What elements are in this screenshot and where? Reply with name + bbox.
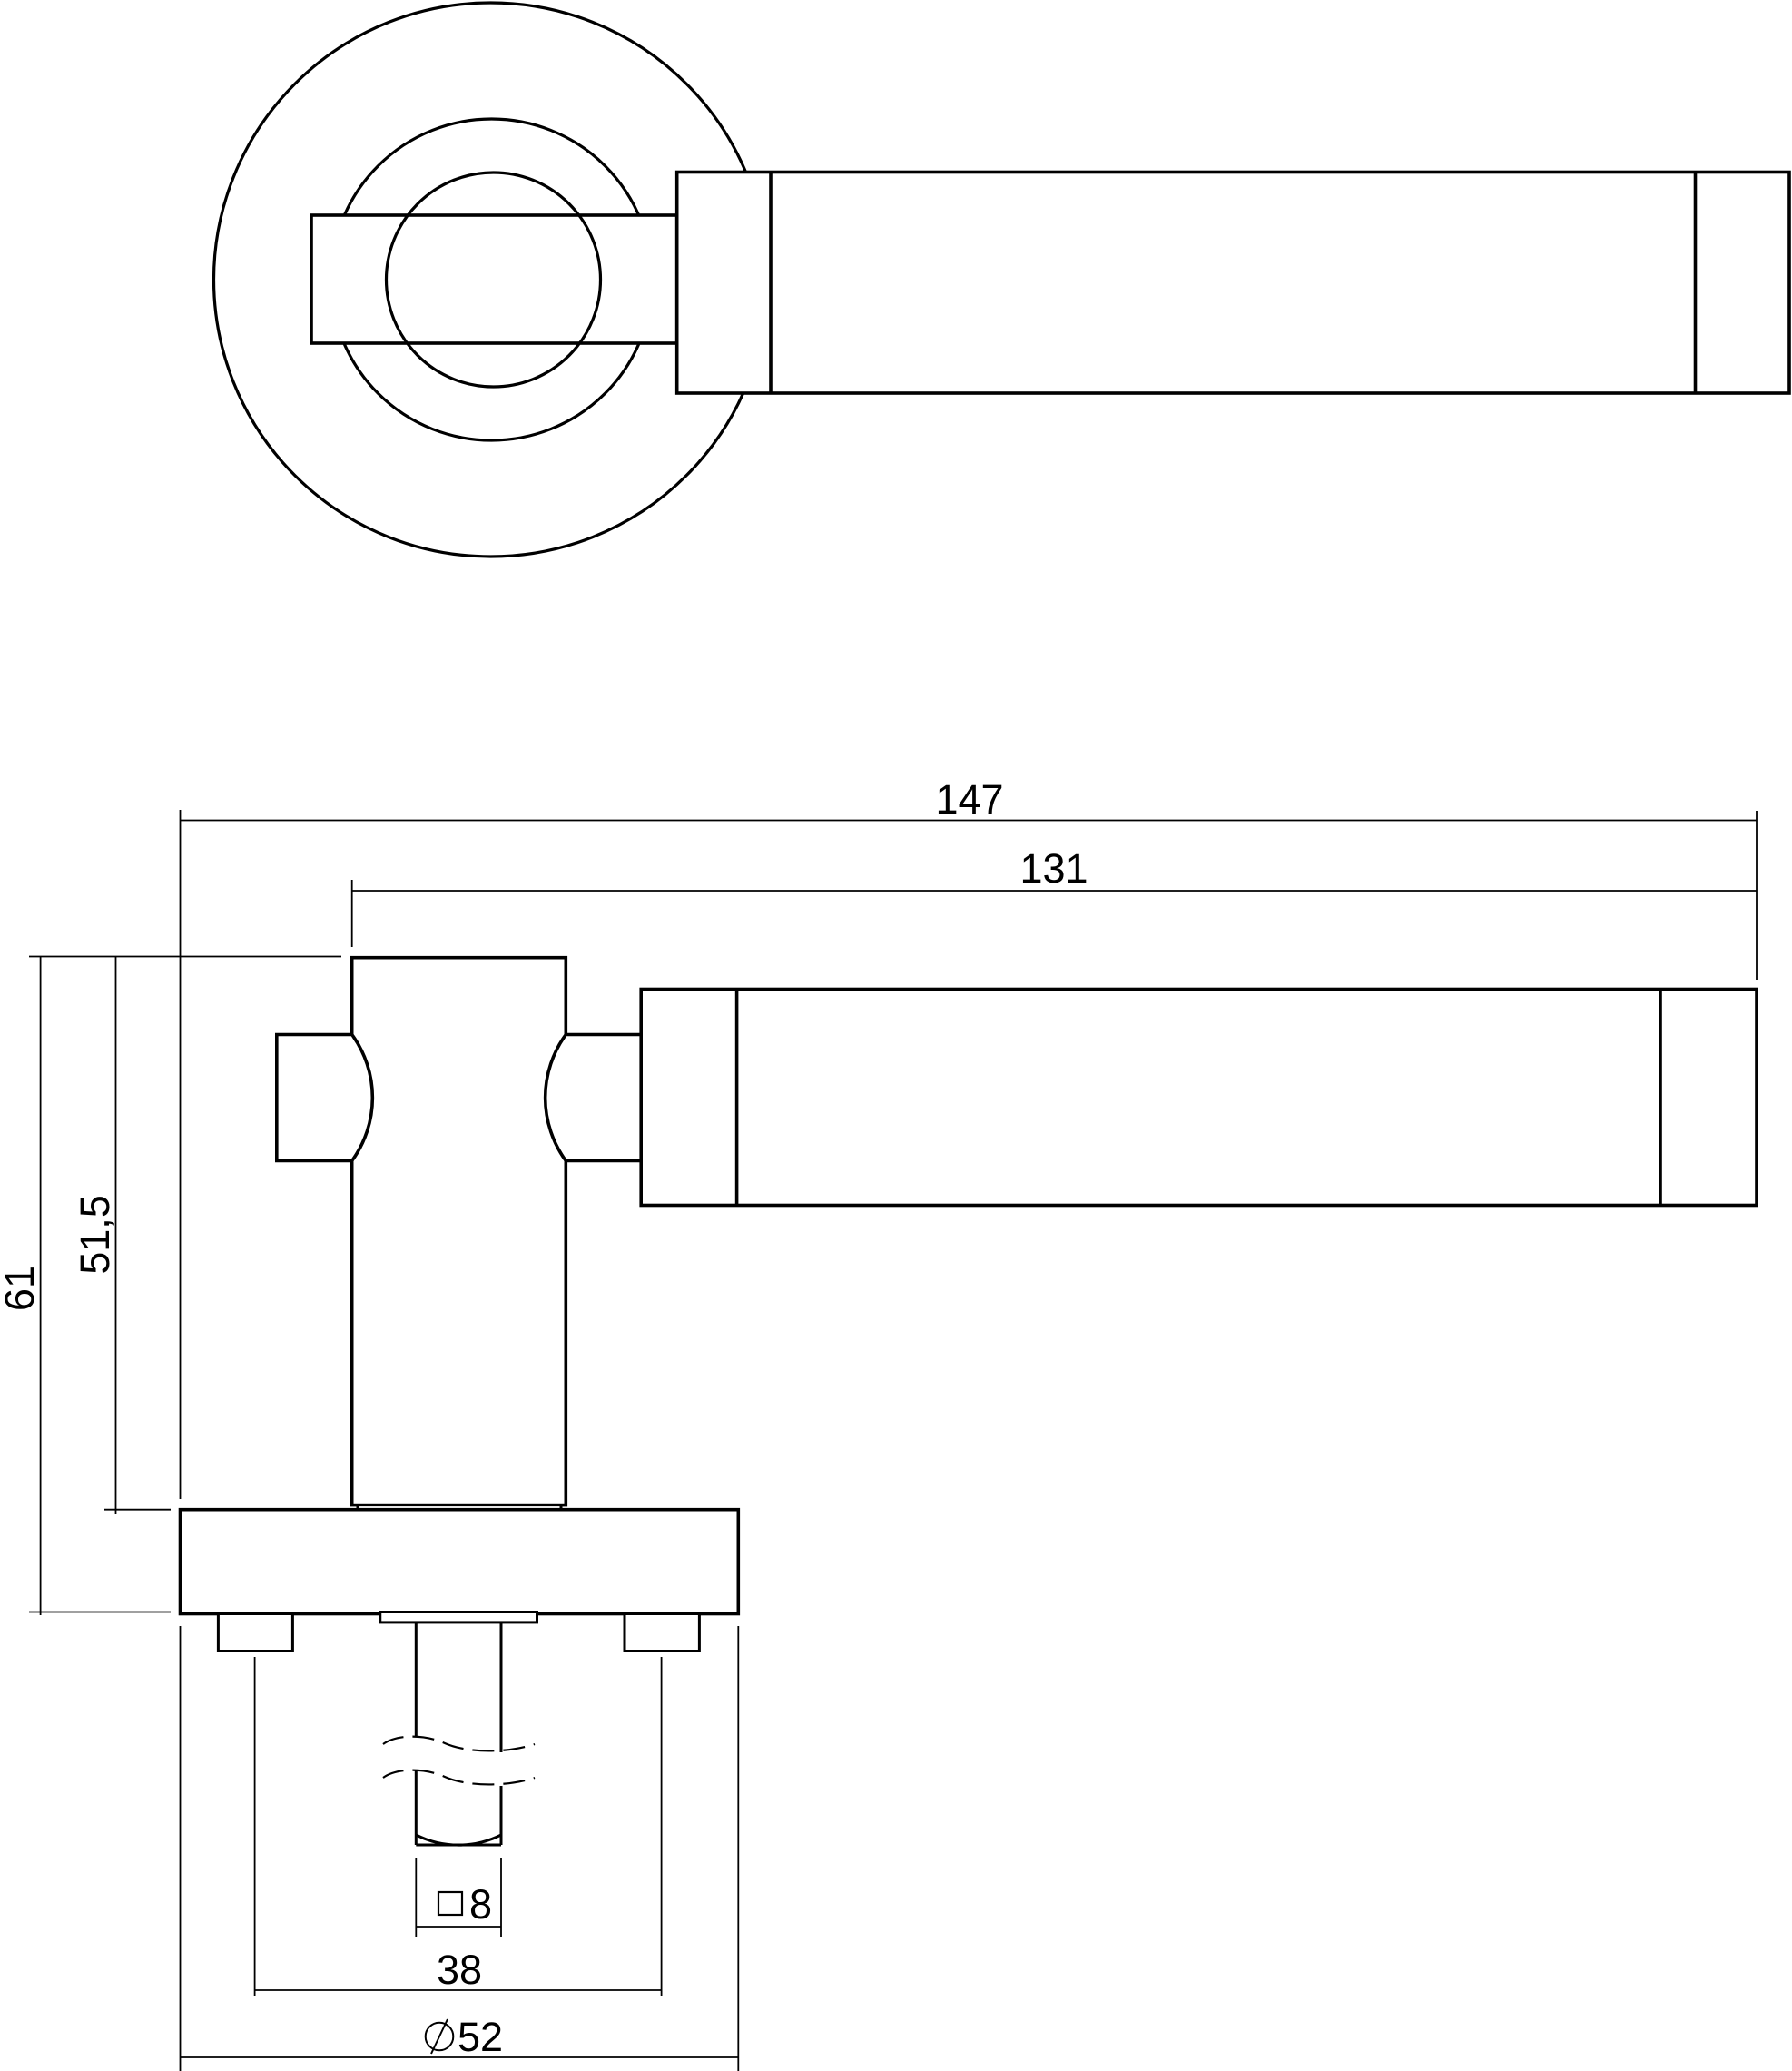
svg-text:147: 147 xyxy=(935,776,1003,823)
svg-text:61: 61 xyxy=(0,1266,43,1311)
svg-text:38: 38 xyxy=(437,1947,482,1993)
svg-text:52: 52 xyxy=(458,2014,503,2060)
svg-text:8: 8 xyxy=(469,1881,492,1928)
svg-text:51,5: 51,5 xyxy=(72,1195,118,1275)
svg-text:131: 131 xyxy=(1019,845,1088,892)
